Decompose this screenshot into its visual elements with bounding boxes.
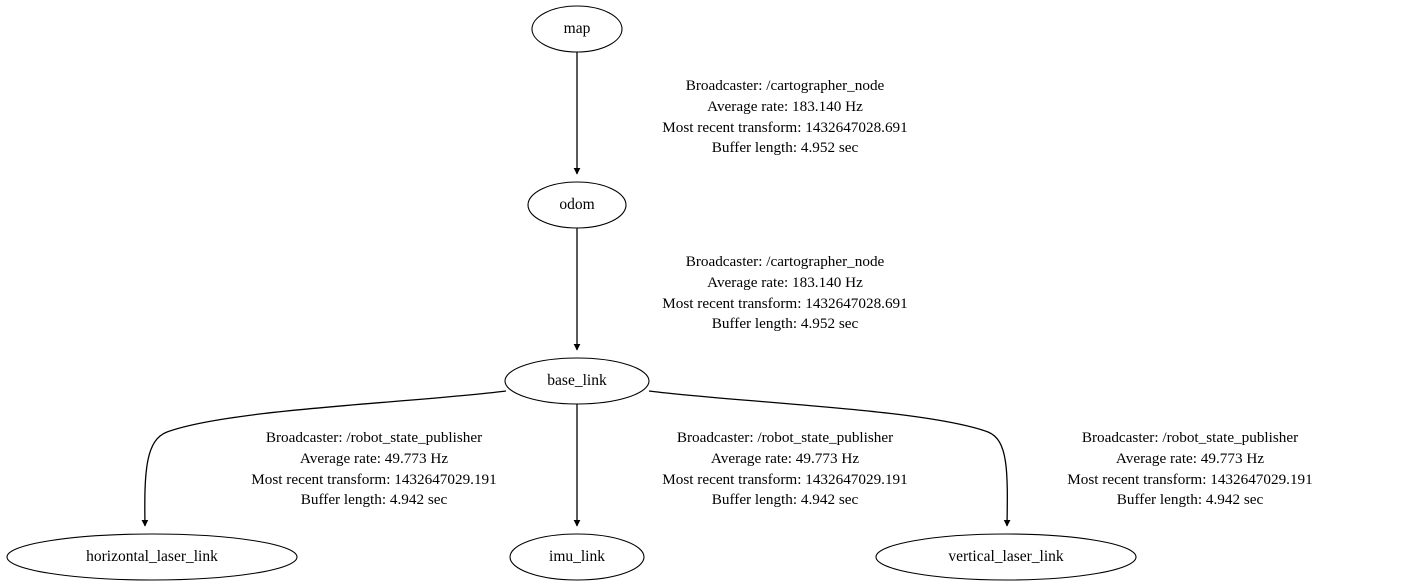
edge-label-line-buffer-length: Buffer length: 4.942 sec xyxy=(1116,491,1264,509)
edge-label-line-average-rate: Average rate: 183.140 Hz xyxy=(707,273,863,291)
node-label-map: map xyxy=(563,20,591,37)
edge-label-line-most-recent-transform: Most recent transform: 1432647028.691 xyxy=(662,118,908,136)
edge-base-link-to-vertical-laser-link xyxy=(648,390,1011,527)
edge-label-line-broadcaster: Broadcaster: /robot_state_publisher xyxy=(676,429,894,446)
edge-label-line-most-recent-transform: Most recent transform: 1432647029.191 xyxy=(662,470,908,488)
edge-base-link-to-horizontal-laser-link xyxy=(141,390,507,527)
node-ellipse-odom[interactable] xyxy=(527,181,627,229)
edge-label-line-buffer-length: Buffer length: 4.942 sec xyxy=(300,491,448,509)
node-label-odom: odom xyxy=(559,196,595,213)
edge-label-base-link-to-vertical-laser-link: Broadcaster: /robot_state_publisher Aver… xyxy=(1067,428,1313,511)
edge-label-line-most-recent-transform: Most recent transform: 1432647029.191 xyxy=(251,470,497,488)
edge-label-line-broadcaster: Broadcaster: /cartographer_node xyxy=(685,77,885,94)
edge-label-line-average-rate: Average rate: 49.773 Hz xyxy=(299,449,449,467)
node-label-base-link: base_link xyxy=(547,372,607,389)
edge-label-odom-to-base-link: Broadcaster: /cartographer_node Average … xyxy=(662,252,908,335)
edge-label-line-average-rate: Average rate: 49.773 Hz xyxy=(710,449,860,467)
edge-label-base-link-to-imu-link: Broadcaster: /robot_state_publisher Aver… xyxy=(662,428,908,511)
node-label-vertical-laser-link: vertical_laser_link xyxy=(948,548,1064,565)
node-ellipse-base-link[interactable] xyxy=(504,357,650,405)
node-ellipse-map[interactable] xyxy=(531,5,623,53)
edge-label-base-link-to-horizontal-laser-link: Broadcaster: /robot_state_publisher Aver… xyxy=(251,428,497,511)
edge-label-line-average-rate: Average rate: 49.773 Hz xyxy=(1115,449,1265,467)
node-ellipse-imu-link[interactable] xyxy=(509,533,645,581)
edge-label-line-broadcaster: Broadcaster: /cartographer_node xyxy=(685,253,885,270)
node-ellipse-vertical-laser-link[interactable] xyxy=(875,533,1137,581)
edge-label-line-most-recent-transform: Most recent transform: 1432647028.691 xyxy=(662,294,908,312)
edge-label-line-average-rate: Average rate: 183.140 Hz xyxy=(707,97,863,115)
node-ellipse-horizontal-laser-link[interactable] xyxy=(6,533,298,581)
node-label-horizontal-laser-link: horizontal_laser_link xyxy=(86,548,218,565)
edge-label-map-to-odom: Broadcaster: /cartographer_node Average … xyxy=(662,76,908,159)
edge-label-line-buffer-length: Buffer length: 4.952 sec xyxy=(711,139,859,157)
node-label-imu-link: imu_link xyxy=(549,548,605,565)
edge-label-line-buffer-length: Buffer length: 4.952 sec xyxy=(711,315,859,333)
edge-label-line-broadcaster: Broadcaster: /robot_state_publisher xyxy=(1081,429,1299,446)
edge-label-line-broadcaster: Broadcaster: /robot_state_publisher xyxy=(265,429,483,446)
edge-label-line-buffer-length: Buffer length: 4.942 sec xyxy=(711,491,859,509)
edge-label-line-most-recent-transform: Most recent transform: 1432647029.191 xyxy=(1067,470,1313,488)
